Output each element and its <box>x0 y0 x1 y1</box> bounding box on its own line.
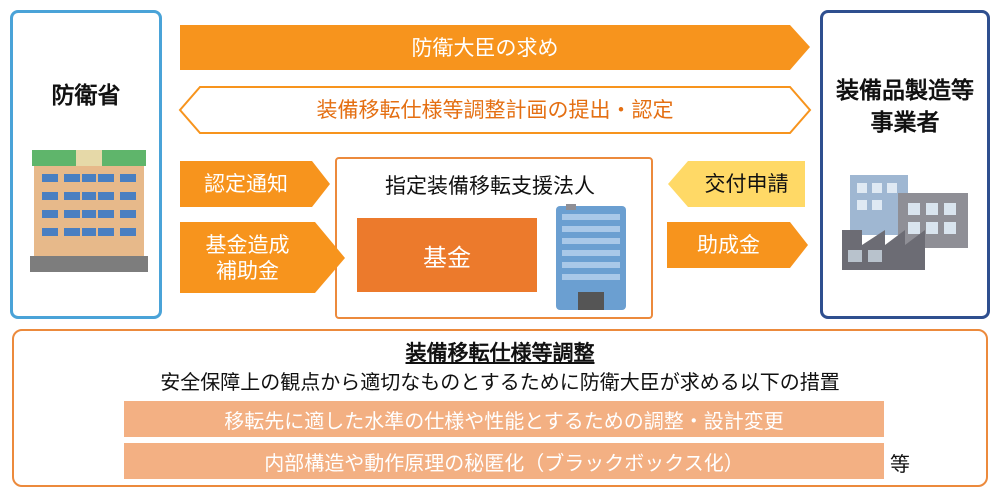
factory-icon <box>842 175 968 270</box>
cert-notice-label: 認定通知 <box>204 172 288 196</box>
grant-application-arrow <box>668 161 805 207</box>
subsidy-label: 助成金 <box>697 233 760 257</box>
support-corporation-box <box>335 157 653 319</box>
manufacturer-title: 装備品製造等 事業者 <box>836 78 974 136</box>
corporation-building-icon <box>556 204 626 310</box>
plan-submission-arrow <box>178 86 812 134</box>
measures-title: 装備移転仕様等調整 <box>405 341 595 365</box>
measures-etc: 等 <box>890 452 910 476</box>
manufacturer-box <box>820 10 990 319</box>
fund-box: 基金 <box>357 218 537 292</box>
measures-description: 安全保障上の観点から適切なものとするために防衛大臣が求める以下の措置 <box>160 370 840 394</box>
measures-box <box>12 329 988 487</box>
minister-request-arrow <box>180 25 810 70</box>
fund-subsidy-label: 基金造成 補助金 <box>205 232 290 283</box>
subsidy-arrow <box>667 222 808 268</box>
cert-notice-arrow <box>180 161 330 207</box>
mod-building-icon <box>30 150 148 272</box>
measure-item-2: 内部構造や動作原理の秘匿化（ブラックボックス化） <box>124 443 884 479</box>
plan-submission-label: 装備移転仕様等調整計画の提出・認定 <box>316 98 674 122</box>
grant-application-label: 交付申請 <box>704 172 789 196</box>
measure-item-1: 移転先に適した水準の仕様や性能とするための調整・設計変更 <box>124 401 884 437</box>
mod-box <box>10 10 162 319</box>
fund-subsidy-arrow <box>180 222 345 293</box>
minister-request-label: 防衛大臣の求め <box>411 35 559 60</box>
mod-title: 防衛省 <box>51 83 121 109</box>
corporation-title: 指定装備移転支援法人 <box>385 174 595 198</box>
